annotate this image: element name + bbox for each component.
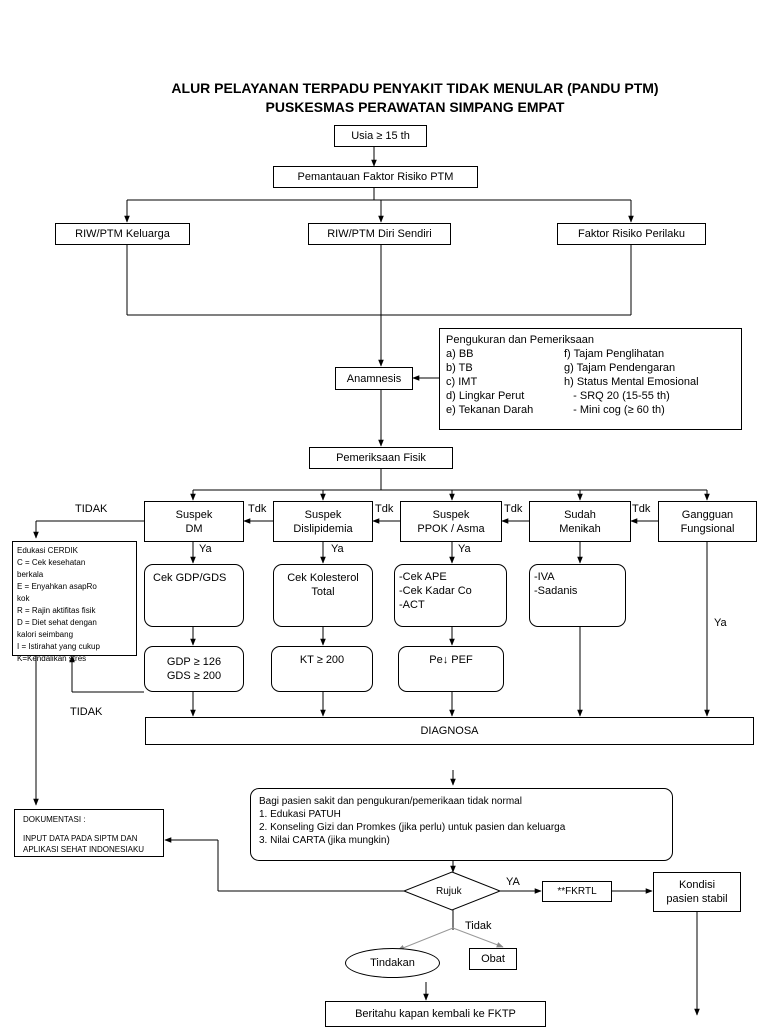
pe-result-box: Pe↓ PEF [398, 646, 504, 692]
pengukuran-item: - Mini cog (≥ 60 th) [564, 404, 665, 416]
edukasi-line: kalori seimbang [17, 630, 74, 639]
bagi-pasien-line: 2. Konseling Gizi dan Promkes (jika perl… [259, 822, 566, 833]
tdk-label: Tdk [632, 503, 651, 515]
pengukuran-item: b) TB [446, 362, 473, 374]
pengukuran-item: g) Tajam Pendengaran [564, 362, 676, 374]
cek-kolesterol-line: Cek Kolesterol [287, 572, 359, 584]
kondisi-line: Kondisi [678, 879, 716, 891]
suspek-ppok-line: Suspek [432, 508, 470, 521]
fkrtl-box: **FKRTL [542, 881, 612, 902]
pengukuran-item: f) Tajam Penglihatan [564, 348, 665, 360]
tidak-label: TIDAK [75, 503, 108, 515]
tindakan-oval: Tindakan [345, 948, 440, 978]
kondisi-stabil-box: Kondisi pasien stabil [653, 872, 741, 912]
cek-ape-line: -ACT [399, 599, 425, 611]
cek-ape-line: -Cek APE [399, 571, 447, 583]
pemeriksaan-fisik-box: Pemeriksaan Fisik [309, 447, 453, 469]
iva-line: -IVA [534, 571, 555, 583]
pengukuran-item: d) Lingkar Perut [446, 390, 525, 402]
kt-result-box: KT ≥ 200 [271, 646, 373, 692]
cek-gdp-box: Cek GDP/GDS [144, 564, 244, 627]
rujuk-label: Rujuk [436, 886, 462, 897]
edukasi-line: C = Cek kesehatan [17, 558, 86, 567]
faktor-perilaku-box: Faktor Risiko Perilaku [557, 223, 706, 245]
anamnesis-box: Anamnesis [335, 367, 413, 390]
iva-box: -IVA -Sadanis [529, 564, 626, 627]
edukasi-line: Edukasi CERDIK [17, 546, 78, 555]
pengukuran-item: c) IMT [446, 376, 478, 388]
tdk-label: Tdk [248, 503, 267, 515]
suspek-ppok-line: PPOK / Asma [417, 522, 485, 535]
beritahu-box: Beritahu kapan kembali ke FKTP [325, 1001, 546, 1027]
dokumentasi-line: INPUT DATA PADA SIPTM DAN [23, 834, 138, 843]
bagi-pasien-line: 1. Edukasi PATUH [259, 809, 341, 820]
edukasi-line: kok [17, 594, 30, 603]
edukasi-line: E = Enyahkan asapRo [17, 582, 97, 591]
edukasi-line: berkala [17, 570, 44, 579]
title-line-2: PUSKESMAS PERAWATAN SIMPANG EMPAT [265, 99, 565, 115]
edukasi-line: I = Istirahat yang cukup [17, 642, 100, 651]
sudah-menikah-line: Menikah [559, 522, 601, 535]
cek-kolesterol-line: Total [311, 586, 335, 598]
bagi-pasien-line: 3. Nilai CARTA (jika mungkin) [259, 835, 390, 846]
usia-box: Usia ≥ 15 th [334, 125, 427, 147]
tidak-label: TIDAK [70, 706, 103, 718]
suspek-dm-line: DM [185, 522, 203, 535]
bagi-pasien-box: Bagi pasien sakit dan pengukuran/pemerik… [250, 788, 673, 861]
diagnosa-box: DIAGNOSA [145, 717, 754, 745]
ya-label: Ya [714, 617, 727, 629]
suspek-dm-line: Suspek [175, 508, 213, 521]
gdp-result-line: GDP ≥ 126 [166, 656, 222, 668]
pengukuran-item: h) Status Mental Emosional [564, 376, 699, 388]
ya-label: Ya [458, 543, 471, 555]
pengukuran-box: Pengukuran dan Pemeriksaan a) BB f) Tajam… [439, 328, 742, 430]
bagi-pasien-line: Bagi pasien sakit dan pengukuran/pemerik… [259, 796, 522, 807]
gangguan-line: Fungsional [680, 522, 735, 535]
edukasi-cerdik-box: Edukasi CERDIK C = Cek kesehatan berkala… [12, 541, 137, 663]
rujuk-diamond [402, 871, 502, 911]
dokumentasi-box: DOKUMENTASI : INPUT DATA PADA SIPTM DAN … [14, 809, 164, 857]
pengukuran-item: a) BB [446, 348, 474, 360]
sudah-menikah-line: Sudah [564, 508, 596, 521]
ya-caps-label: YA [506, 876, 520, 888]
pengukuran-item: - SRQ 20 (15-55 th) [564, 390, 670, 402]
tdk-label: Tdk [375, 503, 394, 515]
gdp-result-line: GDS ≥ 200 [166, 670, 222, 682]
pengukuran-item: e) Tekanan Darah [446, 404, 534, 416]
dokumentasi-line: DOKUMENTASI : [23, 815, 86, 824]
suspek-dislipidemia-line: Dislipidemia [293, 522, 353, 535]
obat-box: Obat [469, 948, 517, 970]
cek-ape-box: -Cek APE -Cek Kadar Co -ACT [394, 564, 507, 627]
kondisi-line: pasien stabil [666, 893, 728, 905]
edukasi-line: D = Diet sehat dengan [17, 618, 97, 627]
cek-ape-line: -Cek Kadar Co [399, 585, 472, 597]
gangguan-line: Gangguan [681, 508, 734, 521]
pengukuran-title: Pengukuran dan Pemeriksaan [446, 334, 594, 346]
iva-line: -Sadanis [534, 585, 578, 597]
riw-keluarga-box: RIW/PTM Keluarga [55, 223, 190, 245]
title-line-1: ALUR PELAYANAN TERPADU PENYAKIT TIDAK ME… [171, 80, 659, 96]
edukasi-line: K=Kendalikan stres [17, 654, 87, 663]
suspek-dislipidemia-line: Suspek [304, 508, 342, 521]
riw-diri-box: RIW/PTM Diri Sendiri [308, 223, 451, 245]
ya-label: Ya [199, 543, 212, 555]
tdk-label: Tdk [504, 503, 523, 515]
dokumentasi-line [23, 825, 144, 833]
ya-label: Ya [331, 543, 344, 555]
edukasi-line: R = Rajin aktifitas fisik [17, 606, 96, 615]
pemantauan-box: Pemantauan Faktor Risiko PTM [273, 166, 478, 188]
tidak-rujuk-label: Tidak [465, 920, 492, 932]
dokumentasi-line: APLIKASI SEHAT INDONESIAKU [23, 845, 145, 854]
